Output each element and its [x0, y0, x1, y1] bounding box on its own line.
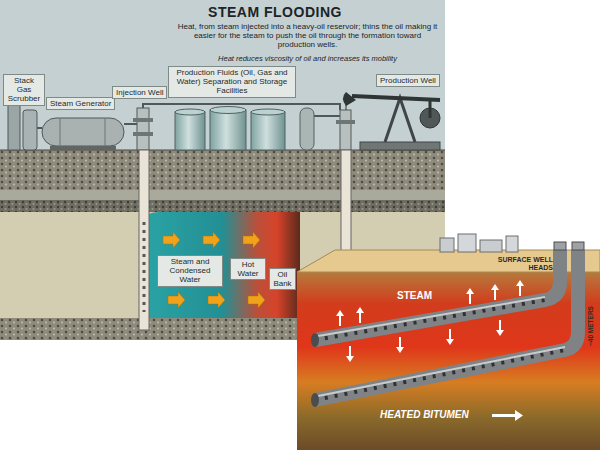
zone-label: Steam and Condensed Water — [157, 255, 223, 287]
wellhead-label: SURFACE WELL HEADS — [496, 256, 553, 272]
equipment-label: Stack Gas Scrubber — [3, 74, 45, 106]
equipment-label: Steam Generator — [46, 97, 115, 110]
zone-label: Oil Bank — [269, 268, 296, 290]
note-text: Heat reduces viscosity of oil and increa… — [180, 55, 435, 64]
facility-label: Production Fluids (Oil, Gas and Water) S… — [168, 66, 296, 98]
zone-label: Hot Water — [230, 258, 266, 280]
sagd-inset — [297, 234, 600, 450]
diagram-caption: Heat, from steam injected into a heavy-o… — [175, 22, 440, 50]
flow-label: HEATED BITUMEN — [380, 409, 469, 421]
dimension-label: ~40 METERS — [587, 306, 594, 346]
diagram-title: STEAM FLOODING — [160, 4, 390, 20]
well-label: Injection Well — [112, 86, 167, 99]
well-label: Production Well — [376, 74, 440, 87]
flow-label: STEAM — [397, 290, 432, 302]
